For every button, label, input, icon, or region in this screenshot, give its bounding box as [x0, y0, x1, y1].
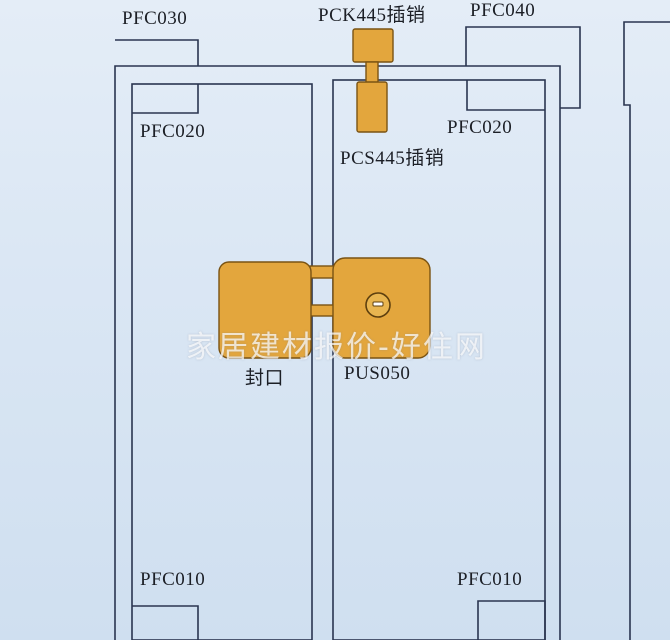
label-pus050: PUS050 — [344, 363, 411, 384]
label-left-pfc010: PFC010 — [140, 569, 206, 590]
far-right-panel — [623, 21, 670, 640]
lock-cap-left — [218, 261, 312, 359]
label-right-pfc020: PFC020 — [447, 117, 513, 138]
label-pck445: PCK445插销 — [318, 5, 426, 26]
label-right-pfc010: PFC010 — [457, 569, 523, 590]
label-cap: 封口 — [245, 368, 285, 389]
left-top-patch — [132, 84, 199, 114]
label-pcs445: PCS445插销 — [340, 148, 445, 169]
watermark: 家居建材报价-好住网 — [186, 330, 487, 365]
top-left-fitting-outline — [115, 39, 199, 66]
top-pin-fitting — [352, 28, 394, 133]
right-bottom-patch — [477, 600, 546, 640]
center-lock — [218, 257, 431, 359]
left-bottom-patch — [132, 605, 199, 640]
label-left-pfc020: PFC020 — [140, 121, 206, 142]
outer-frame — [114, 65, 561, 640]
right-door-leaf — [332, 79, 546, 640]
top-right-fitting-outline — [465, 26, 581, 109]
right-top-patch — [466, 80, 545, 111]
label-pfc030: PFC030 — [122, 8, 188, 29]
label-pfc040: PFC040 — [470, 0, 536, 21]
left-door-leaf — [131, 83, 313, 640]
